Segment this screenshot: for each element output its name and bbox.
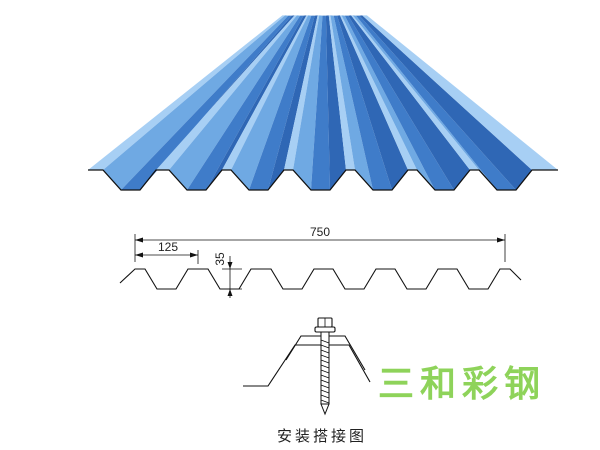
sheet-facet [284, 15, 320, 170]
dim-125-label: 125 [158, 240, 178, 254]
brand-watermark: 三和彩钢 [378, 363, 546, 405]
sheet-facet [328, 15, 355, 170]
dim-35-arrow-top [227, 262, 233, 269]
profile-outline [119, 268, 522, 290]
corrugated-sheet-illustration [88, 15, 558, 190]
sheet-front-profile [88, 169, 558, 191]
sheet-facet [355, 15, 516, 190]
dim-35-label: 35 [213, 252, 227, 266]
dim-750-arrow-right [497, 237, 505, 243]
sheet-facet [352, 15, 497, 190]
sheet-facet [103, 15, 289, 190]
sheet-facet [231, 15, 312, 190]
caption-title: 安装搭接图 [277, 427, 367, 445]
sheet-facet [348, 15, 470, 190]
sheet-section-lower [243, 344, 371, 387]
sheet-facet [249, 15, 315, 190]
sheet-facet [222, 15, 309, 170]
sheet-facet [325, 15, 346, 190]
sheet-facet [351, 15, 479, 170]
sheet-facet [156, 15, 297, 170]
sheet-facet [344, 15, 454, 190]
sheet-facet [88, 15, 286, 170]
sheet-facet [362, 15, 558, 170]
sheet-facet [311, 15, 330, 190]
dim-750-arrow-left [135, 237, 143, 243]
installation-overlap-detail [243, 317, 371, 416]
sheet-facet [341, 15, 435, 190]
sheet-facet [293, 15, 323, 190]
dim-750-label: 750 [310, 225, 330, 239]
sheet-facet [333, 15, 392, 190]
profile-dimension-drawing: 750 125 35 [119, 225, 522, 298]
dim-125-arrow-left [135, 252, 143, 258]
sheet-facet [359, 15, 532, 190]
sheet-facet [330, 15, 373, 190]
sheet-facet [337, 15, 408, 190]
screw-icon [314, 317, 336, 416]
sheet-facet [206, 15, 307, 190]
sheet-facet [169, 15, 301, 190]
sheet-facet [339, 15, 417, 170]
dim-125-arrow-right [190, 252, 198, 258]
dim-35-arrow-bottom [227, 289, 233, 296]
sheet-facet [268, 15, 318, 190]
sheet-facet [187, 15, 304, 190]
sheet-facet [121, 15, 292, 190]
